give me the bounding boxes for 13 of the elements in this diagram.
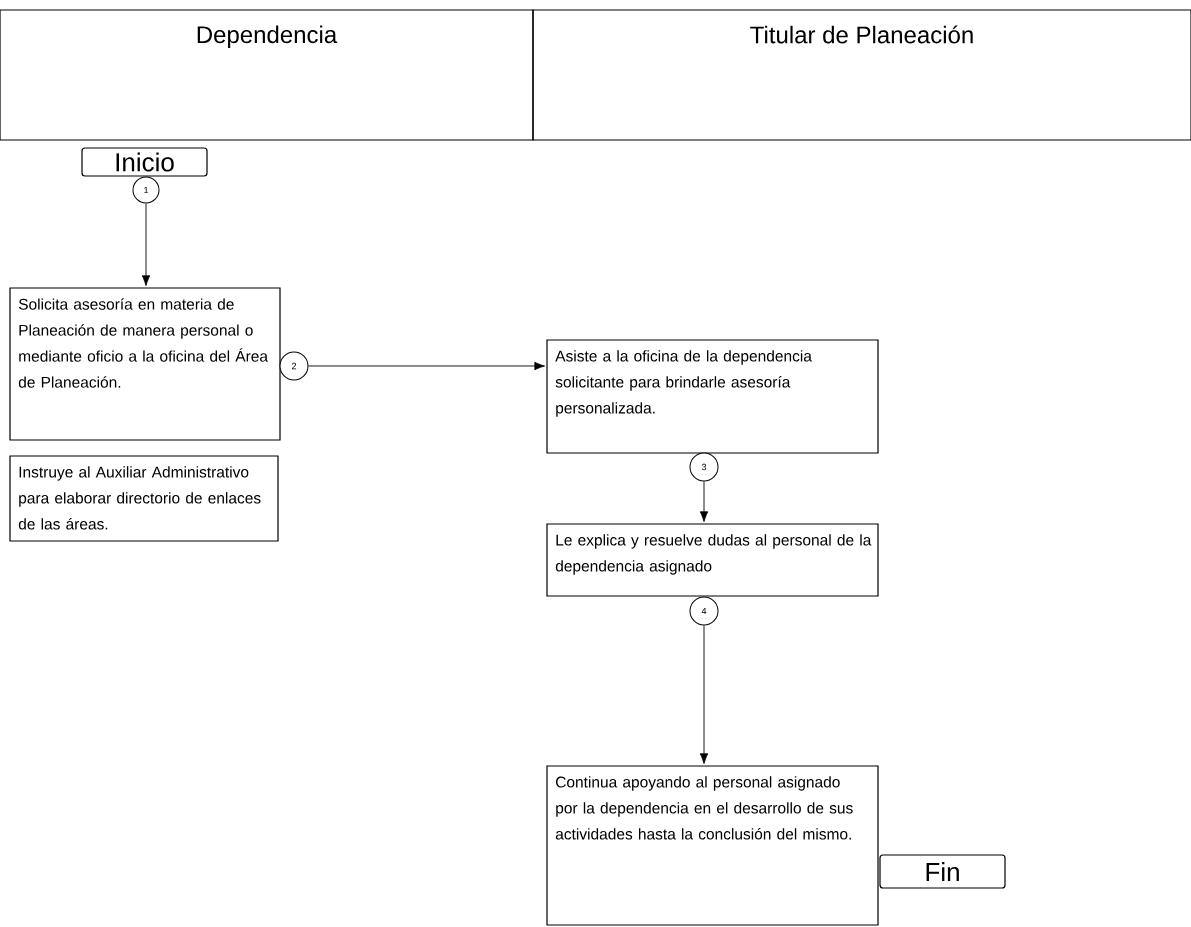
lane-header: Titular de Planeación: [532, 9, 1191, 141]
arrow: [308, 361, 545, 371]
terminal-box: Inicio: [81, 147, 208, 177]
process-box: Continua apoyando al personal asignado por la dependencia en el desarrollo de sus actividades hasta la conclusión del mismo.: [546, 765, 879, 926]
process-box: Solicita asesoría en materia de Planeación de manera personal o mediante oficio a la oficina del Área de Planeación.: [9, 287, 281, 441]
arrow: [699, 481, 709, 522]
process-box: Asiste a la oficina de la dependencia solicitante para brindarle asesoría personalizada.: [546, 339, 879, 454]
arrow: [141, 203, 151, 286]
arrow: [699, 625, 709, 764]
terminal-box: Fin: [879, 854, 1006, 889]
lane-header: Dependencia: [0, 9, 534, 141]
process-box: Instruye al Auxiliar Administrativo para elaborar directorio de enlaces de las áreas.: [9, 455, 279, 542]
process-box: Le explica y resuelve dudas al personal de la dependencia asignado: [546, 523, 879, 597]
